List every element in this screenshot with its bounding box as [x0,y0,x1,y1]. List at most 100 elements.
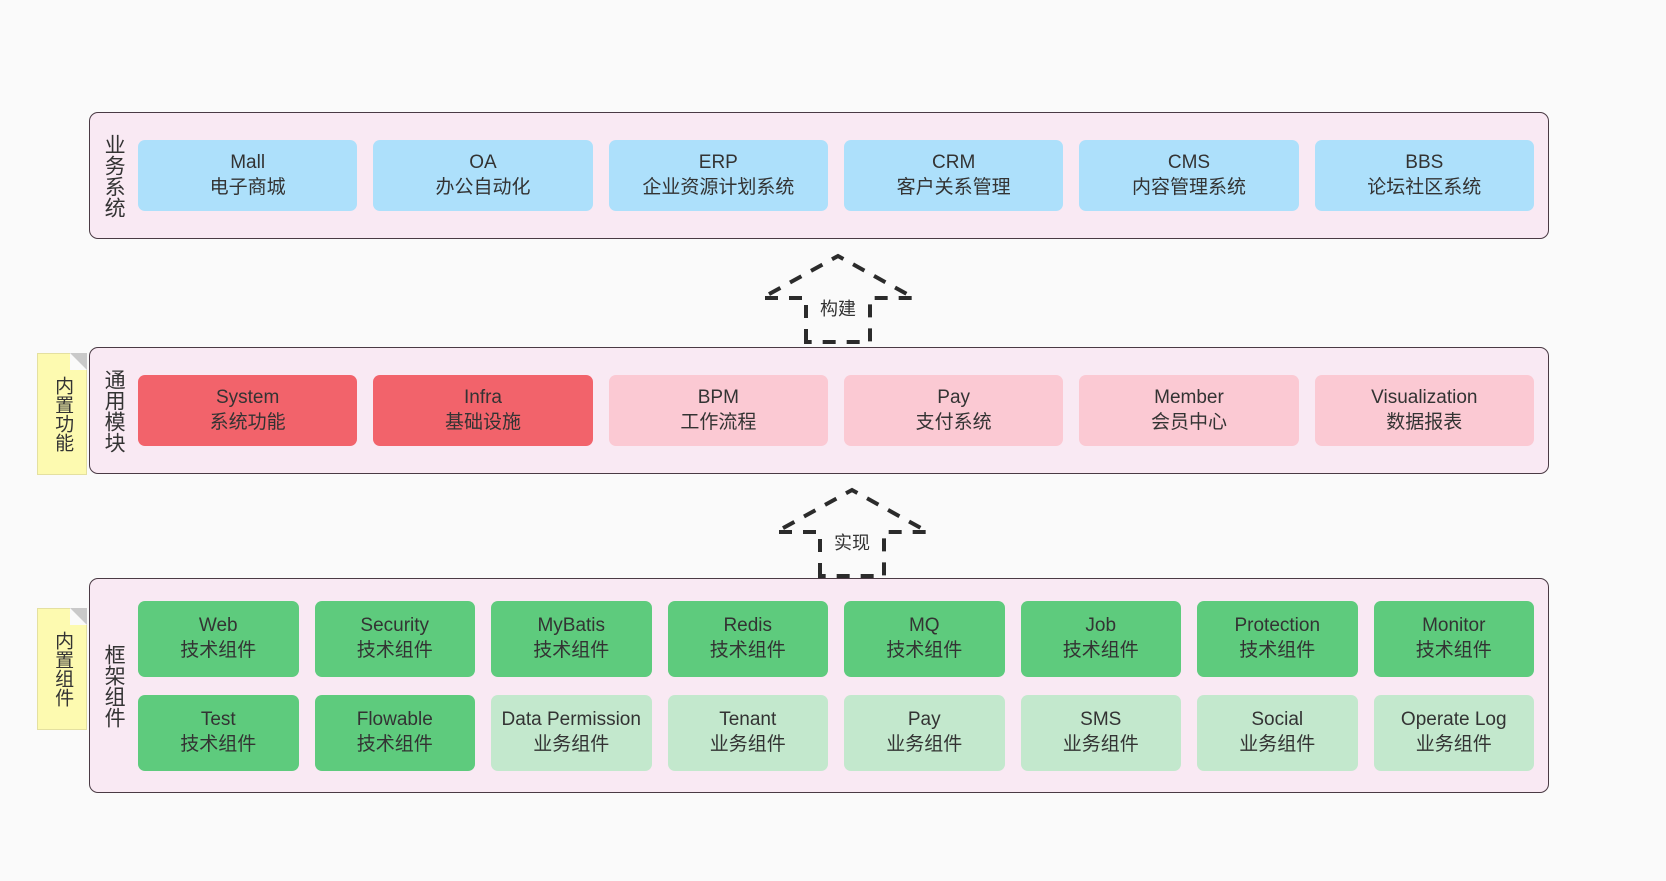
card-flowable[interactable]: Flowable 技术组件 [314,694,475,771]
card-data-permission[interactable]: Data Permission 业务组件 [491,694,652,771]
card-title: Job [1085,615,1117,637]
card-title: Data Permission [501,709,641,731]
card-bpm[interactable]: BPM 工作流程 [608,375,828,446]
card-tenant[interactable]: Tenant 业务组件 [667,694,828,771]
card-title: CMS [1167,152,1211,174]
card-pay-module[interactable]: Pay 支付系统 [843,375,1064,446]
card-title: Social [1251,709,1304,731]
connector-implement: 实现 [772,486,932,582]
card-title: OA [469,152,497,174]
card-security[interactable]: Security 技术组件 [314,600,475,677]
card-subtitle: 技术组件 [1415,639,1492,661]
card-title: Pay [907,709,941,731]
card-subtitle: 技术组件 [533,639,610,661]
layer-body-business-systems: Mall 电子商城 OA 办公自动化 ERP 企业资源计划系统 CRM 客户关系… [136,113,1548,238]
layer-title-business-systems: 业务系统 [102,133,126,218]
card-visualization[interactable]: Visualization 数据报表 [1314,375,1534,446]
card-subtitle: 业务组件 [533,733,610,755]
card-row: Web 技术组件 Security 技术组件 MyBatis 技术组件 Redi… [138,600,1534,677]
card-title: BPM [697,387,739,409]
card-subtitle: 技术组件 [886,639,963,661]
dashed-arrow-up-icon [761,253,915,344]
card-row: Mall 电子商城 OA 办公自动化 ERP 企业资源计划系统 CRM 客户关系… [138,140,1534,211]
card-redis[interactable]: Redis 技术组件 [667,600,828,677]
card-title: Pay [937,387,971,409]
card-cms[interactable]: CMS 内容管理系统 [1079,140,1299,211]
card-subtitle: 业务组件 [1062,733,1139,755]
card-monitor[interactable]: Monitor 技术组件 [1373,600,1534,677]
card-mq[interactable]: MQ 技术组件 [844,600,1005,677]
card-subtitle: 论坛社区系统 [1367,176,1482,198]
connector-label: 实现 [834,533,870,553]
card-title: Redis [723,615,773,637]
card-title: SMS [1080,709,1122,731]
card-title: Member [1154,387,1224,409]
card-mall[interactable]: Mall 电子商城 [138,140,358,211]
layer-business-systems: 业务系统 Mall 电子商城 OA 办公自动化 ERP 企业资源计划系统 CRM… [89,112,1549,239]
layer-body-framework-components: Web 技术组件 Security 技术组件 MyBatis 技术组件 Redi… [136,579,1548,792]
card-title: Visualization [1371,387,1478,409]
card-social[interactable]: Social 业务组件 [1197,694,1358,771]
card-subtitle: 技术组件 [180,639,257,661]
card-subtitle: 工作流程 [680,411,757,433]
card-mybatis[interactable]: MyBatis 技术组件 [491,600,652,677]
layer-framework-components: 框架组件 Web 技术组件 Security 技术组件 MyBatis 技术组件… [89,578,1549,793]
card-pay-component[interactable]: Pay 业务组件 [844,694,1005,771]
card-title: System [215,387,280,409]
card-subtitle: 技术组件 [356,733,433,755]
card-web[interactable]: Web 技术组件 [138,600,299,677]
connector-label: 构建 [820,299,856,319]
card-crm[interactable]: CRM 客户关系管理 [843,140,1064,211]
card-title: Test [200,709,236,731]
card-subtitle: 技术组件 [180,733,257,755]
card-subtitle: 数据报表 [1386,411,1463,433]
card-oa[interactable]: OA 办公自动化 [373,140,593,211]
card-title: ERP [698,152,738,174]
card-subtitle: 支付系统 [915,411,992,433]
card-title: Monitor [1422,615,1486,637]
card-infra[interactable]: Infra 基础设施 [373,375,593,446]
card-title: Tenant [719,709,777,731]
layer-title-framework-components: 框架组件 [102,643,126,728]
card-subtitle: 系统功能 [209,411,286,433]
card-title: BBS [1405,152,1444,174]
card-subtitle: 内容管理系统 [1131,176,1246,198]
layer-title-common-modules: 通用模块 [102,368,126,453]
card-system[interactable]: System 系统功能 [138,375,358,446]
card-member[interactable]: Member 会员中心 [1079,375,1299,446]
card-title: Security [360,615,430,637]
card-title: Web [198,615,238,637]
card-subtitle: 电子商城 [209,176,286,198]
card-operate-log[interactable]: Operate Log 业务组件 [1373,694,1534,771]
card-title: Mall [230,152,266,174]
dashed-arrow-up-icon [775,487,929,578]
card-subtitle: 技术组件 [1239,639,1316,661]
card-title: Flowable [356,709,433,731]
card-subtitle: 技术组件 [356,639,433,661]
card-protection[interactable]: Protection 技术组件 [1197,600,1358,677]
card-title: MyBatis [537,615,606,637]
card-subtitle: 客户关系管理 [896,176,1011,198]
card-subtitle: 业务组件 [1415,733,1492,755]
card-job[interactable]: Job 技术组件 [1020,600,1181,677]
card-subtitle: 会员中心 [1150,411,1227,433]
layer-common-modules: 通用模块 System 系统功能 Infra 基础设施 BPM 工作流程 Pay… [89,347,1549,474]
card-row: System 系统功能 Infra 基础设施 BPM 工作流程 Pay 支付系统… [138,375,1534,446]
card-subtitle: 业务组件 [709,733,786,755]
card-title: Infra [463,387,502,409]
card-title: CRM [932,152,976,174]
card-subtitle: 办公自动化 [435,176,531,198]
card-test[interactable]: Test 技术组件 [138,694,299,771]
card-row: Test 技术组件 Flowable 技术组件 Data Permission … [138,694,1534,771]
card-sms[interactable]: SMS 业务组件 [1020,694,1181,771]
card-subtitle: 技术组件 [1062,639,1139,661]
note-builtin-components: 内置组件 [37,608,87,730]
card-title: MQ [908,615,940,637]
card-erp[interactable]: ERP 企业资源计划系统 [608,140,828,211]
card-bbs[interactable]: BBS 论坛社区系统 [1314,140,1534,211]
note-builtin-functions: 内置功能 [37,353,87,475]
connector-build: 构建 [758,252,918,348]
card-title: Operate Log [1400,709,1507,731]
card-subtitle: 基础设施 [444,411,521,433]
